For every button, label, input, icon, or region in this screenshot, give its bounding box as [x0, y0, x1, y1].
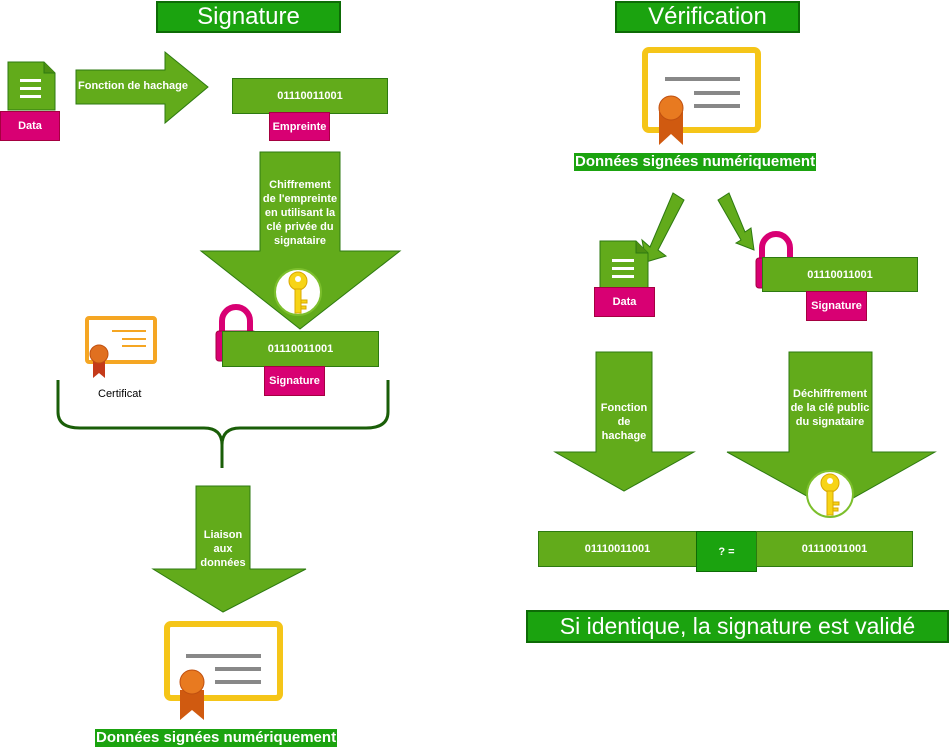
hash-function-label: Fonction de hachage: [78, 80, 189, 92]
diagonal-arrow-left: [641, 192, 685, 263]
key-icon: [274, 268, 322, 316]
signature-label: Signature: [264, 366, 325, 396]
fingerprint-bits: 01110011001: [232, 78, 388, 114]
decrypt-label: Déchiffrement de la clé public du signat…: [790, 388, 870, 428]
verification-certificate-icon: [642, 47, 761, 145]
document-icon: [7, 61, 56, 111]
verification-document-icon: [599, 240, 649, 291]
bind-arrow-down: [151, 485, 307, 613]
verification-hash-label: Fonction de hachage: [600, 402, 648, 442]
computed-hash-bits: 01110011001: [538, 531, 697, 567]
certificate-label: Certificat: [98, 388, 142, 400]
verification-key-icon: [806, 470, 854, 518]
decrypted-hash-bits: 01110011001: [756, 531, 913, 567]
certificate-icon: [85, 316, 157, 378]
compare-operator: ? =: [696, 531, 757, 572]
conclusion-text: Si identique, la signature est validé: [526, 610, 949, 643]
encrypt-arrow-down: [199, 151, 402, 330]
fingerprint-label: Empreinte: [269, 112, 330, 141]
verification-signature-label: Signature: [806, 291, 867, 321]
signed-data-caption: Données signées numériquement: [95, 729, 338, 747]
curly-brace: [56, 380, 390, 468]
signed-certificate-icon: [164, 621, 283, 720]
decrypt-arrow-down: [726, 351, 937, 511]
verification-title: Vérification: [615, 1, 800, 33]
diagonal-arrow-right: [717, 192, 755, 251]
verification-signed-data-caption: Données signées numériquement: [574, 153, 817, 171]
bind-label: Liaison aux données: [200, 529, 246, 569]
verification-data-label: Data: [594, 287, 655, 317]
hash-arrow-right: [75, 50, 209, 125]
verification-hash-arrow-down: [553, 351, 696, 492]
signature-bits: 01110011001: [222, 331, 379, 367]
signature-title: Signature: [156, 1, 341, 33]
verification-signature-bits: 01110011001: [762, 257, 918, 292]
data-label: Data: [0, 111, 60, 141]
encrypt-label: Chiffrement de l'empreinte en utilisant …: [262, 179, 338, 247]
